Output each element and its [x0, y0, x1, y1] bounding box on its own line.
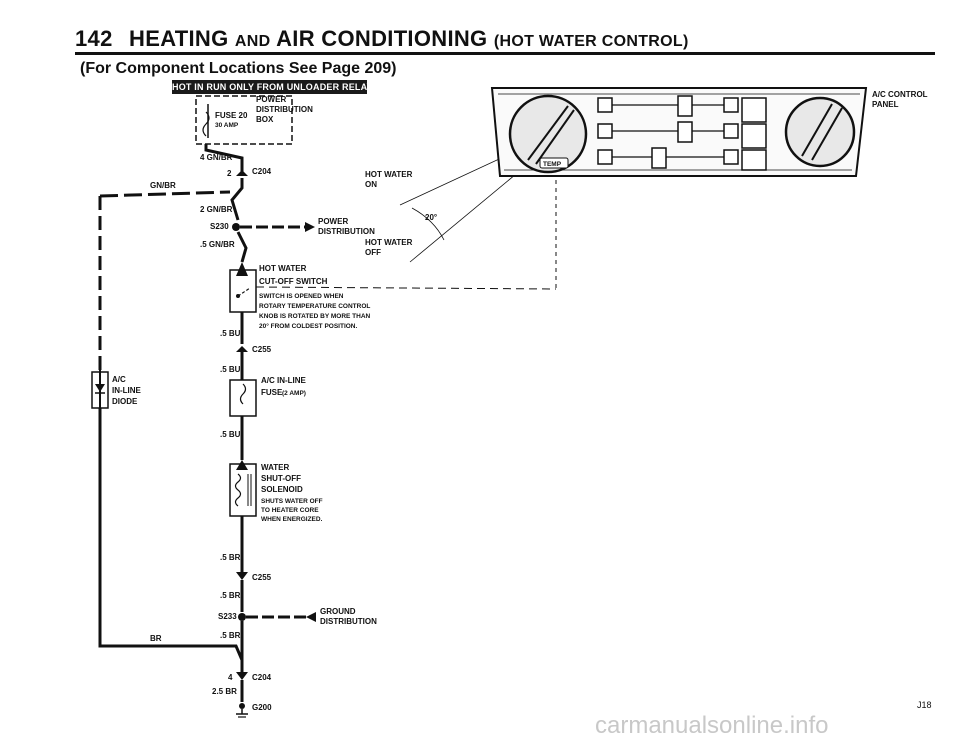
c204-top-label: C204 — [252, 167, 272, 176]
inline-fuse-box — [229, 379, 257, 417]
power-distribution-line1: POWER — [318, 217, 348, 226]
inline-fuse-rating: (2 AMP) — [282, 390, 306, 397]
switch-title-1: HOT WATER — [259, 264, 307, 273]
s233-label: S233 — [218, 612, 237, 621]
angle-20-label: 20° — [425, 213, 437, 222]
component-location-note: (For Component Locations See Page 209) — [80, 60, 397, 77]
wire-label-0-5-bu-3: .5 BU — [220, 430, 241, 439]
connector-c204-top-symbol — [236, 170, 248, 176]
wire-label-2-gn-br: 2 GN/BR — [200, 205, 233, 214]
s230-label: S230 — [210, 222, 229, 231]
solenoid-note-1: SHUTS WATER OFF — [261, 498, 323, 505]
wire-label-br-left: BR — [150, 634, 162, 643]
wire-label-0-5-br-3: .5 BR — [220, 631, 241, 640]
wire-label-4-gn-br: 4 GN/BR — [200, 153, 233, 162]
wire-label-2-5-br: 2.5 BR — [212, 687, 237, 696]
wire-gn-br-left — [99, 190, 231, 198]
solenoid-title-2: SHUT-OFF — [261, 474, 301, 483]
inline-fuse-title-1: A/C IN-LINE — [261, 376, 307, 385]
hot-water-off-2: OFF — [365, 248, 381, 257]
page-number: 142 — [75, 26, 113, 51]
solenoid-title-3: SOLENOID — [261, 485, 303, 494]
splice-s233 — [238, 613, 246, 621]
c204-bottom-pin: 4 — [228, 673, 233, 682]
wire-2-gn-br — [230, 178, 244, 221]
ac-panel-line-1: A/C CONTROL — [872, 90, 928, 99]
g200-label: G200 — [252, 703, 272, 712]
power-box-line1: POWER — [256, 95, 286, 104]
ground-distribution-line2: DISTRIBUTION — [320, 617, 377, 626]
wire-label-0-5-gn-br: .5 GN/BR — [200, 240, 235, 249]
switch-note-2: ROTARY TEMPERATURE CONTROL — [259, 303, 370, 310]
wire-label-0-5-br-1: .5 BR — [220, 553, 241, 562]
wire-label-0-5-bu-2: .5 BU — [220, 365, 241, 374]
recirculation-button-icon — [741, 123, 767, 149]
connector-c255-top-symbol — [236, 346, 248, 352]
page-reference: J18 — [917, 700, 932, 710]
power-distribution-arrow — [305, 222, 315, 232]
inline-fuse-title-2: FUSE — [261, 388, 283, 397]
switch-top-terminal — [236, 262, 248, 276]
splice-s230 — [232, 223, 240, 231]
power-distribution-box-outline — [195, 95, 293, 145]
connector-c255-bottom-symbol — [236, 572, 248, 580]
solenoid-note-2: TO HEATER CORE — [261, 507, 319, 514]
hot-water-off-1: HOT WATER — [365, 238, 413, 247]
page-title: 142 HEATING AND AIR CONDITIONING (HOT WA… — [75, 26, 689, 52]
wire-label-0-5-bu-1: .5 BU — [220, 329, 241, 338]
fan-speed-knob — [784, 96, 856, 168]
ground-distribution-line1: GROUND — [320, 607, 356, 616]
solenoid-coil-symbol — [234, 473, 242, 507]
solenoid-title-1: WATER — [261, 463, 290, 472]
panel-sliders — [597, 95, 739, 169]
hot-water-switch-box — [229, 269, 257, 313]
inline-fuse-symbol — [239, 383, 247, 405]
fuse-20-rating: 30 AMP — [215, 122, 239, 129]
title-hot-water-control: (HOT WATER CONTROL) — [493, 33, 689, 50]
hot-water-on-2: ON — [365, 180, 377, 189]
hot-in-run-banner: HOT IN RUN ONLY FROM UNLOADER RELAY K7 — [172, 80, 388, 94]
diode-symbol — [95, 384, 105, 392]
defrost-button-icon — [741, 149, 767, 171]
diode-line-3: DIODE — [112, 397, 138, 406]
wire-0-5-gn-br — [236, 231, 248, 263]
c255-bottom-label: C255 — [252, 573, 272, 582]
diode-line-1: A/C — [112, 375, 126, 384]
ground-distribution-arrow — [306, 612, 316, 622]
switch-note-1: SWITCH IS OPENED WHEN — [259, 293, 344, 300]
title-heating: HEATING — [129, 26, 229, 51]
connector-c204-bottom-symbol — [236, 672, 248, 680]
angle-arc — [411, 207, 445, 241]
c204-bottom-label: C204 — [252, 673, 272, 682]
watermark: carmanualsonline.info — [595, 712, 829, 739]
switch-link-dashed — [255, 286, 557, 290]
c204-top-pin: 2 — [227, 169, 232, 178]
hot-water-on-1: HOT WATER — [365, 170, 413, 179]
title-air-conditioning: AIR CONDITIONING — [276, 26, 488, 51]
c255-top-label: C255 — [252, 345, 272, 354]
switch-note-3: KNOB IS ROTATED BY MORE THAN — [259, 313, 371, 320]
solenoid-box — [229, 463, 257, 517]
wire-br-left — [98, 408, 244, 661]
switch-note-4: 20° FROM COLDEST POSITION. — [259, 322, 357, 330]
power-distribution-line2: DISTRIBUTION — [318, 227, 375, 236]
fuse-20-label: FUSE 20 — [215, 111, 248, 120]
title-rule — [75, 52, 935, 55]
power-box-line2: DISTRIBUTION — [256, 105, 313, 114]
temp-label: TEMP — [543, 161, 562, 168]
wire-4-gn-br — [204, 144, 244, 172]
wire-label-gn-br-left: GN/BR — [150, 181, 176, 190]
solenoid-note-3: WHEN ENERGIZED. — [261, 516, 323, 523]
ac-panel-line-2: PANEL — [872, 100, 899, 109]
fan-button-icon — [741, 97, 767, 123]
power-box-line3: BOX — [256, 115, 274, 124]
diode-line-2: IN-LINE — [112, 386, 142, 395]
switch-title-2: CUT-OFF SWITCH — [259, 277, 328, 286]
wire-label-0-5-br-2: .5 BR — [220, 591, 241, 600]
title-and: AND — [234, 33, 271, 50]
